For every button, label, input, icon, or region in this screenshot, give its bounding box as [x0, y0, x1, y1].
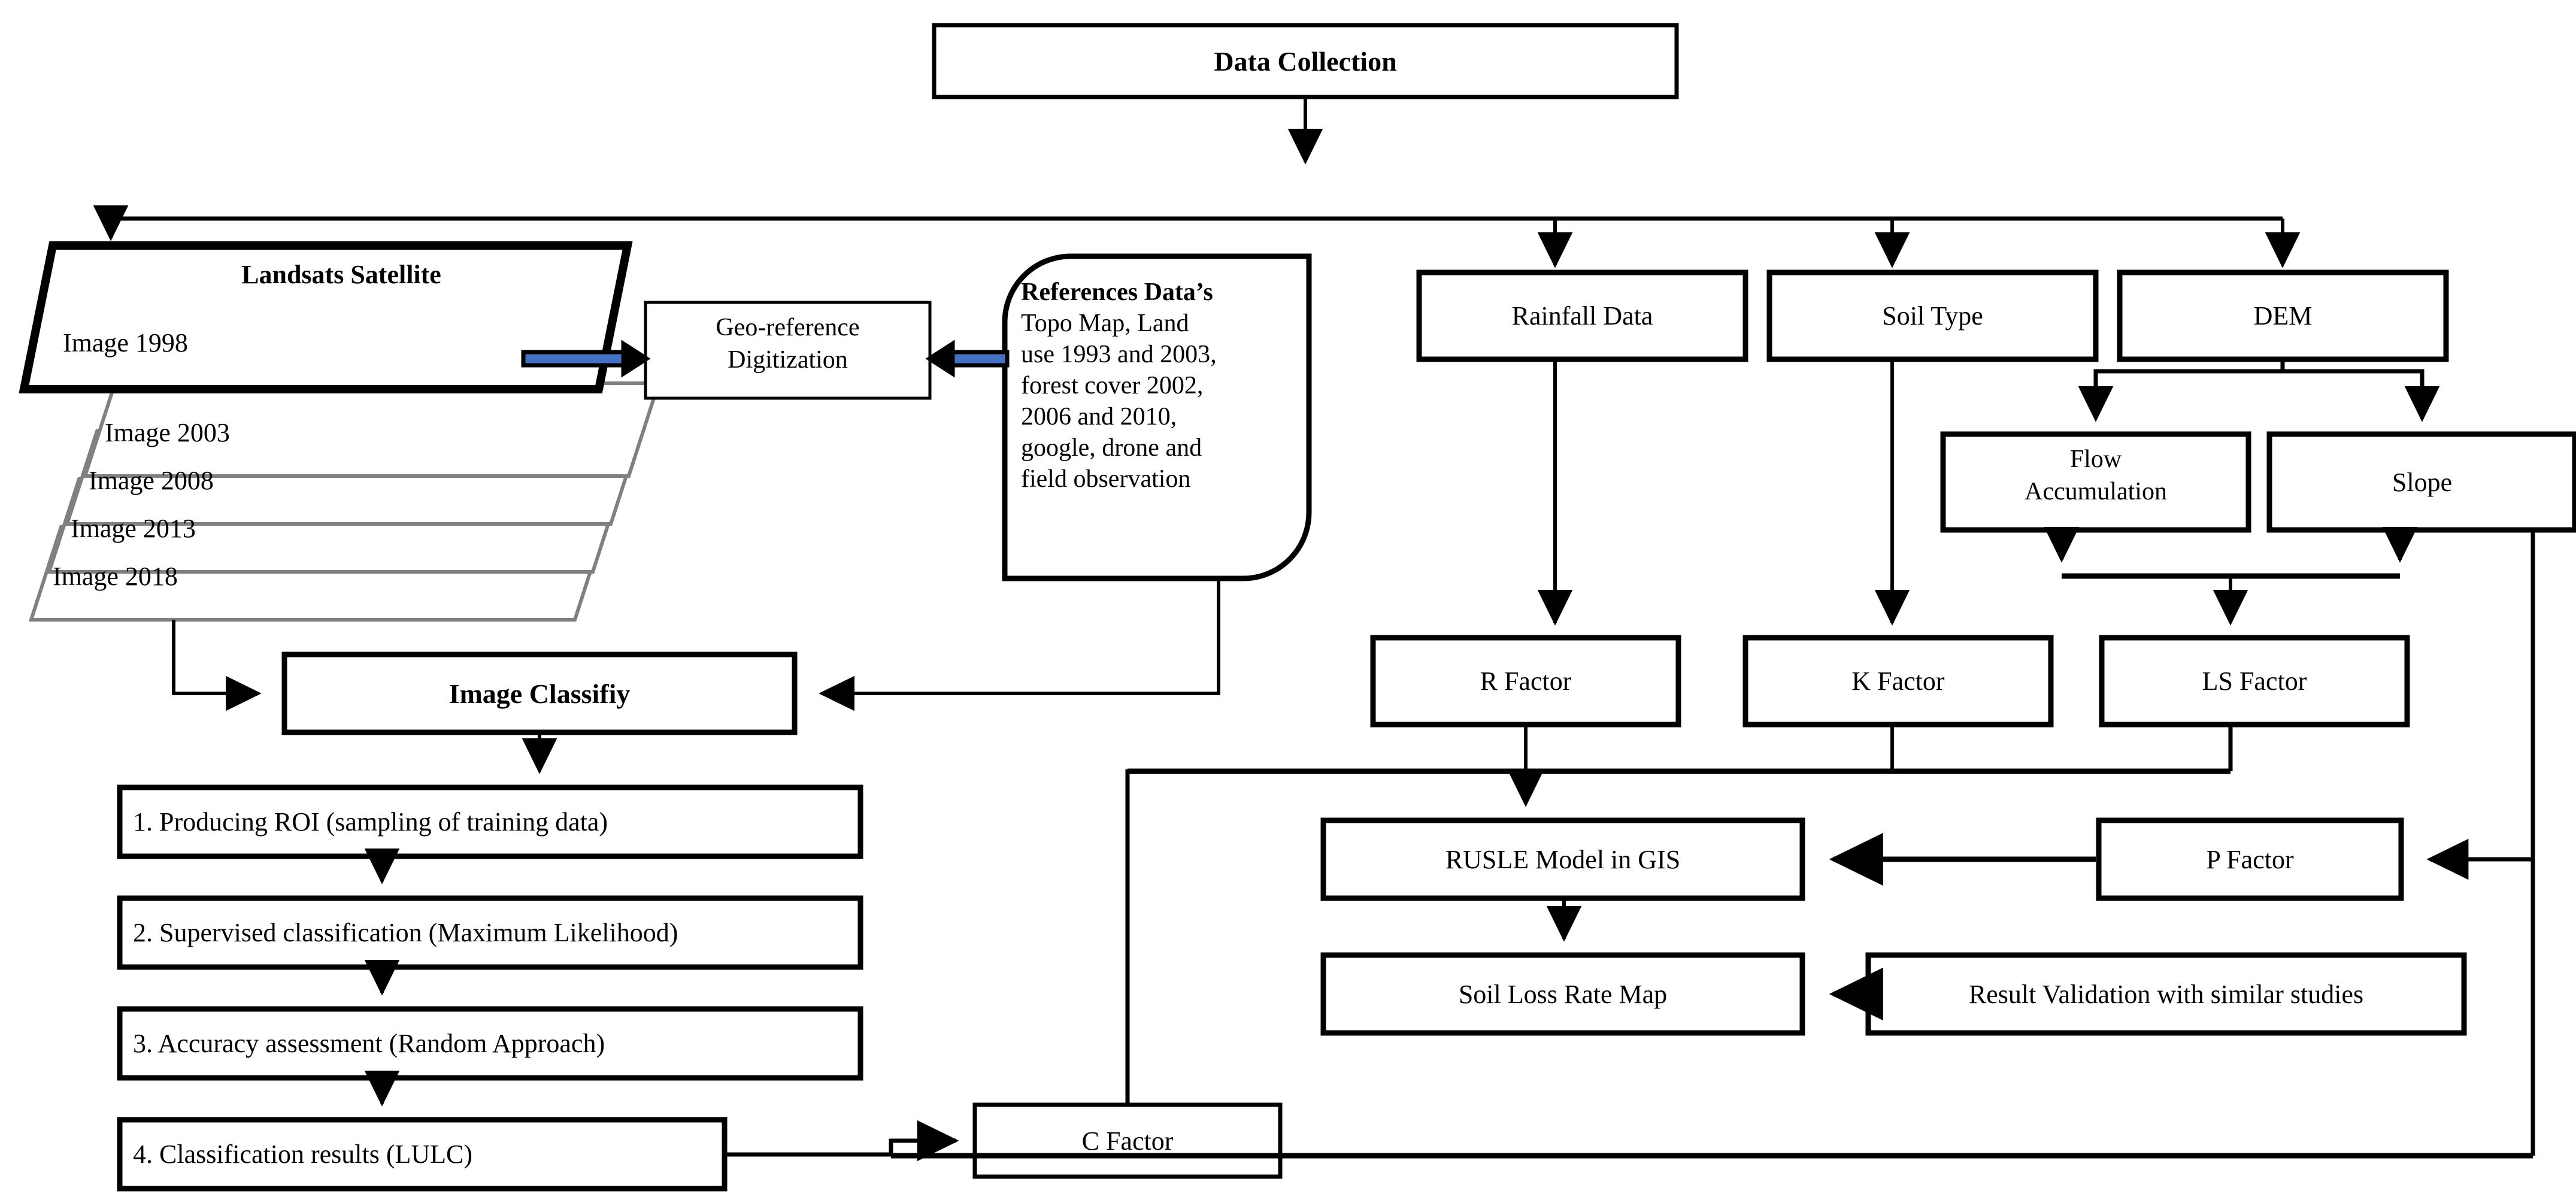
edge-references-to-georeference: [925, 340, 1010, 378]
node-slope-shape: [2266, 431, 2576, 533]
node-k-factor-shape: [1742, 635, 2054, 728]
edge-references-to-imageclassify: [819, 578, 1220, 711]
landsat-layer-2003-shape: [82, 381, 662, 478]
node-soil-type-shape: [1766, 269, 2099, 362]
edge-step4-to-cfactor: [725, 1120, 959, 1162]
node-result-validation-shape: [1865, 952, 2467, 1036]
edge-landsat-to-georeference: [521, 340, 651, 378]
node-step-1-shape: [117, 784, 863, 859]
node-c-factor-shape: [972, 1102, 1283, 1179]
node-dem-shape: [2117, 269, 2449, 362]
node-soil-loss-map-shape: [1320, 952, 1805, 1036]
node-data-collection-shape: [932, 23, 1679, 99]
edge-landsat-to-imageclassify: [172, 620, 262, 711]
node-references-data-shape: [1002, 253, 1312, 581]
landsat-layer-1998-shape: [19, 241, 633, 393]
node-step-3-shape: [117, 1006, 863, 1081]
edge-dem-split-bus: [2093, 369, 2425, 392]
node-step-2-shape: [117, 895, 863, 970]
node-p-factor-shape: [2096, 817, 2404, 901]
node-image-classify-shape: [281, 651, 798, 735]
node-ls-factor-shape: [2099, 635, 2410, 728]
node-geo-reference-shape: [644, 301, 932, 400]
node-step-4-shape: [117, 1117, 728, 1192]
node-r-factor-shape: [1370, 635, 1681, 728]
node-rainfall-data-shape: [1416, 269, 1748, 362]
node-flow-accumulation-shape: [1940, 431, 2251, 533]
node-rusle-model-shape: [1320, 817, 1805, 901]
